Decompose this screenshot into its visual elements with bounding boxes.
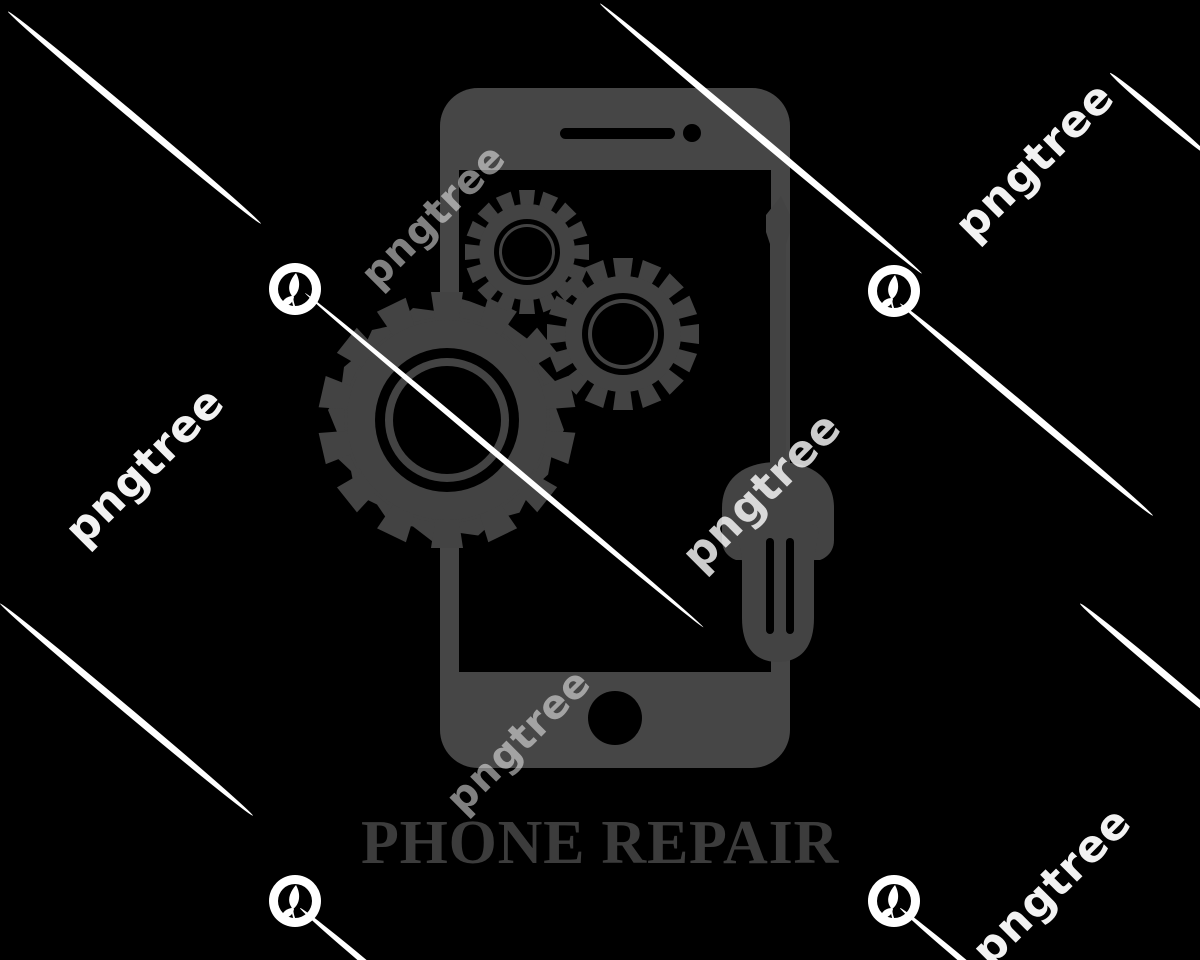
gear-large-teeth	[318, 292, 576, 548]
page-title: PHONE REPAIR	[361, 809, 839, 877]
gear-small-top-teeth	[465, 190, 589, 314]
screwdriver	[722, 196, 834, 662]
gear-small-right-teeth	[547, 258, 699, 410]
